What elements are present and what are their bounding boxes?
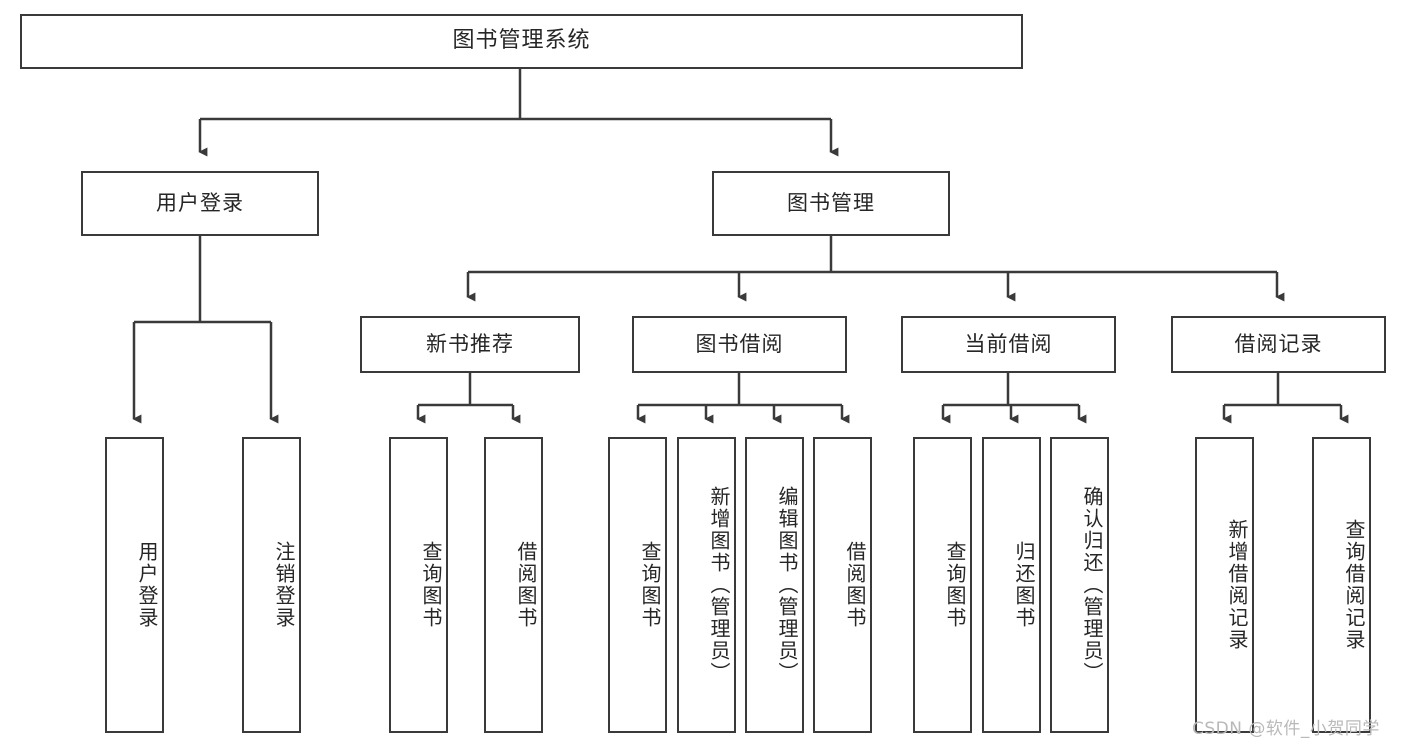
node-label: 归还图书 — [1012, 541, 1036, 629]
node-label: 用户登录 — [156, 190, 244, 215]
leaf-current-borrow-query[interactable]: 查询图书 — [913, 437, 972, 733]
leaf-user-login-logout[interactable]: 注销登录 — [242, 437, 301, 733]
node-label: 新增借阅记录 — [1225, 519, 1249, 651]
node-label: 用户登录 — [135, 541, 159, 629]
node-book-manage[interactable]: 图书管理 — [712, 171, 950, 236]
leaf-book-borrow-borrow[interactable]: 借阅图书 — [813, 437, 872, 733]
node-label: 查询图书 — [419, 541, 443, 629]
node-label: 编辑图书（管理员） — [775, 486, 799, 684]
node-label: 借阅记录 — [1234, 331, 1323, 356]
csdn-watermark: CSDN @软件_小贺同学 — [1192, 719, 1380, 739]
leaf-current-borrow-confirm-return[interactable]: 确认归还（管理员） — [1050, 437, 1109, 733]
node-label: 确认归还（管理员） — [1080, 486, 1104, 684]
node-label: 注销登录 — [272, 541, 296, 629]
leaf-new-book-query[interactable]: 查询图书 — [389, 437, 448, 733]
leaf-user-login-login[interactable]: 用户登录 — [105, 437, 164, 733]
node-label: 图书管理系统 — [452, 28, 591, 54]
node-label: 图书管理 — [787, 190, 875, 215]
node-label: 查询借阅记录 — [1342, 519, 1366, 651]
leaf-current-borrow-return[interactable]: 归还图书 — [982, 437, 1041, 733]
leaf-borrow-record-add[interactable]: 新增借阅记录 — [1195, 437, 1254, 733]
node-label: 图书借阅 — [695, 331, 784, 356]
leaf-new-book-borrow[interactable]: 借阅图书 — [484, 437, 543, 733]
node-book-borrow[interactable]: 图书借阅 — [632, 316, 847, 373]
node-user-login[interactable]: 用户登录 — [81, 171, 319, 236]
node-current-borrow[interactable]: 当前借阅 — [901, 316, 1116, 373]
node-label: 当前借阅 — [964, 331, 1053, 356]
leaf-book-borrow-add[interactable]: 新增图书（管理员） — [677, 437, 736, 733]
node-label: 借阅图书 — [843, 541, 867, 629]
node-new-book-recommend[interactable]: 新书推荐 — [360, 316, 580, 373]
leaf-borrow-record-query[interactable]: 查询借阅记录 — [1312, 437, 1371, 733]
node-borrow-record[interactable]: 借阅记录 — [1171, 316, 1386, 373]
node-label: 查询图书 — [638, 541, 662, 629]
leaf-book-borrow-edit[interactable]: 编辑图书（管理员） — [745, 437, 804, 733]
node-label: 新书推荐 — [426, 331, 514, 356]
leaf-book-borrow-query[interactable]: 查询图书 — [608, 437, 667, 733]
node-label: 查询图书 — [943, 541, 967, 629]
node-label: 新增图书（管理员） — [707, 486, 731, 684]
node-label: 借阅图书 — [514, 541, 538, 629]
node-root-system[interactable]: 图书管理系统 — [20, 14, 1023, 69]
